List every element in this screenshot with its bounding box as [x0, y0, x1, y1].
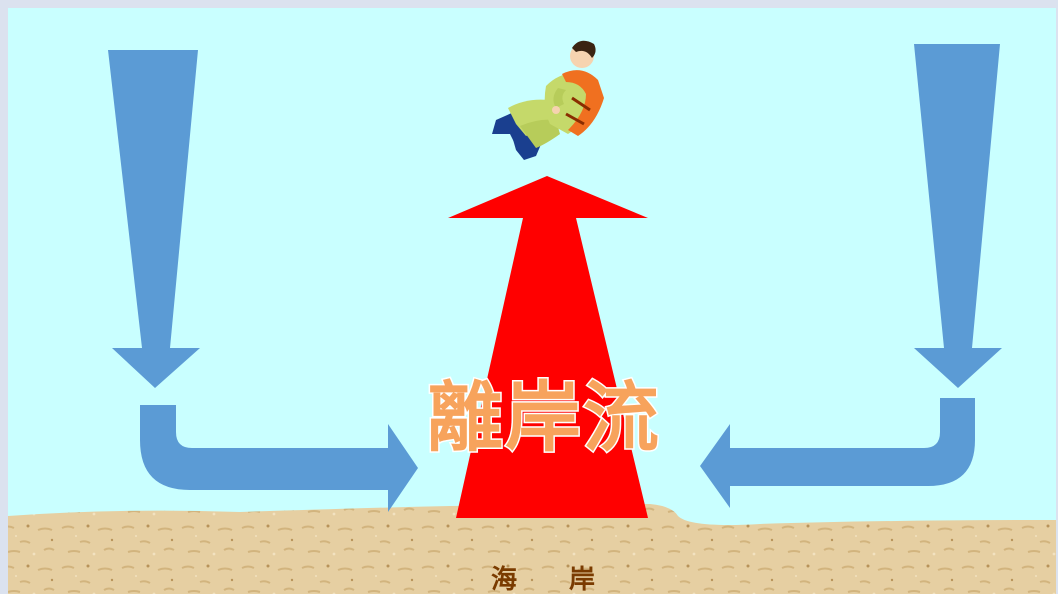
left-feeder-current-arrow [140, 405, 418, 512]
rip-current-label: 離岸流 [427, 373, 661, 462]
shore-label: 海 岸 [491, 565, 595, 594]
left-wave-down-arrow [108, 50, 200, 388]
right-wave-down-arrow [914, 44, 1002, 388]
beach-sand [8, 504, 1056, 594]
rip-current-arrow [448, 176, 648, 518]
floating-swimmer-with-life-jacket-icon [492, 40, 604, 160]
right-feeder-current-arrow [700, 398, 975, 508]
